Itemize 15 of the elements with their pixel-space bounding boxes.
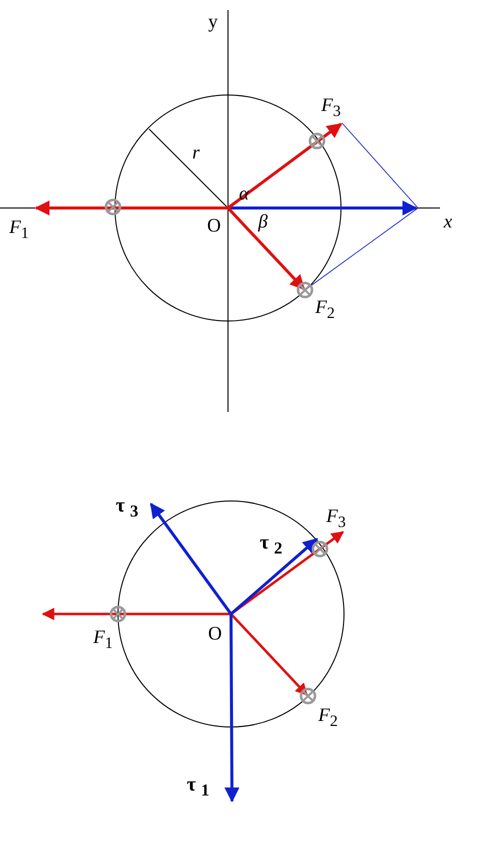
torque-label: τ $_{3}$ [116, 496, 138, 520]
vector-label: F$_{3}$ [321, 96, 341, 120]
vector-label: F$_{3}$ [326, 507, 346, 531]
vector-label: F$_{1}$ [93, 628, 113, 652]
vector-label: F$_{2}$ [315, 298, 335, 322]
vector-label: y [208, 12, 218, 32]
vector-label: x [444, 212, 452, 232]
torque-label: τ $_{2}$ [260, 532, 282, 558]
torque-label: τ $_{1}$ [186, 774, 210, 800]
vector-label: F$_{1}$ [9, 218, 29, 242]
origin-label: O [207, 216, 221, 236]
origin-label: O [208, 624, 222, 644]
vector-label: r [192, 144, 200, 162]
vector-label: β [258, 212, 268, 232]
vector-label: F$_{2}$ [318, 706, 338, 730]
